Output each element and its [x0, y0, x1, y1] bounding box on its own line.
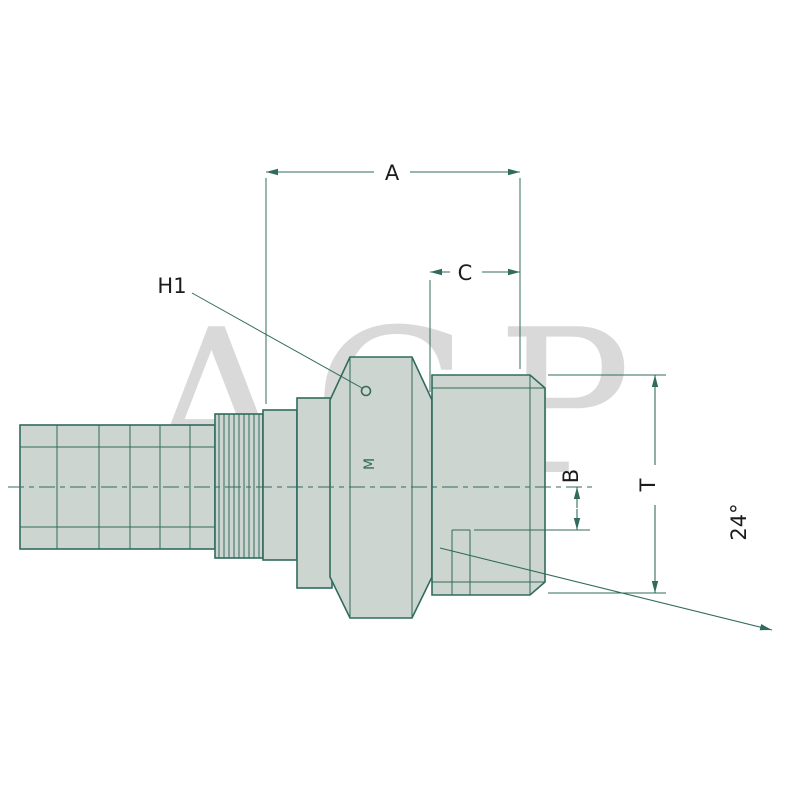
dimension-a: A — [265, 161, 521, 404]
angle-label: 24° — [727, 503, 751, 540]
serration-section — [214, 413, 264, 559]
h1-pointer-circle — [360, 385, 372, 397]
dim-b-label: B — [559, 469, 583, 483]
dimension-c: C — [429, 261, 520, 392]
collar-steps — [262, 397, 333, 589]
cone-angle-line — [439, 547, 773, 631]
dim-t-label: T — [636, 478, 660, 492]
thread-marking: M — [362, 458, 378, 470]
dim-a-label: A — [385, 161, 400, 185]
h1-callout: H1 — [157, 274, 363, 389]
h1-label: H1 — [157, 274, 186, 298]
dim-c-label: C — [458, 261, 473, 285]
fitting-drawing: M — [8, 356, 773, 631]
male-thread — [431, 374, 546, 596]
dimension-b: B — [474, 469, 590, 531]
dimension-t: T — [548, 374, 666, 594]
